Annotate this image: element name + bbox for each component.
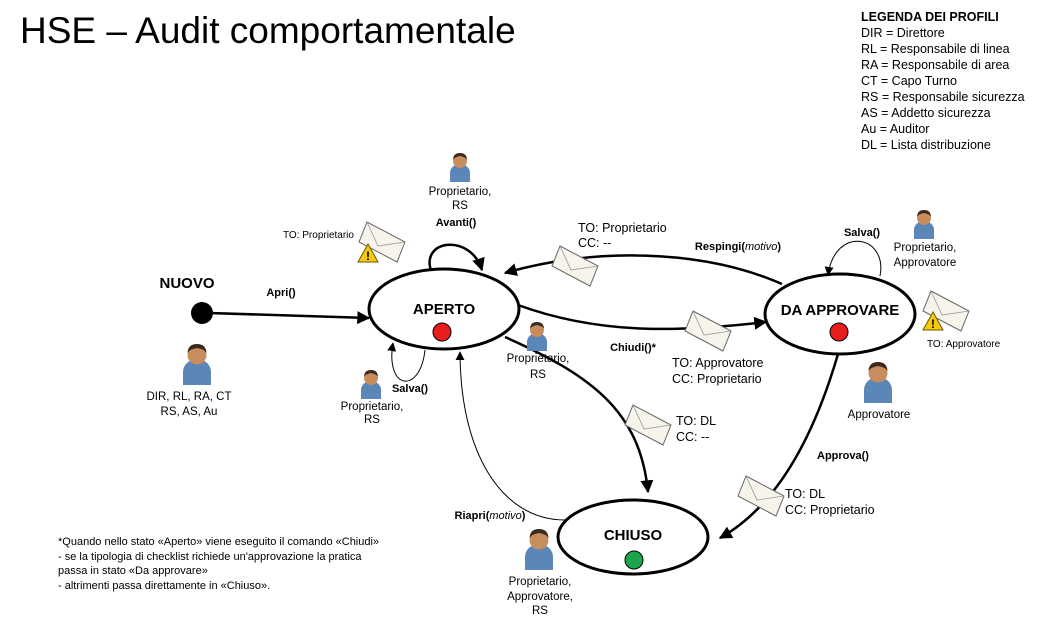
person-icon	[914, 210, 934, 239]
mail-cc: CC: Proprietario	[672, 372, 762, 386]
actor-avanti: Proprietario, RS	[429, 153, 492, 212]
mail-to: TO: DL	[785, 487, 825, 501]
state-nuovo: NUOVO	[159, 275, 215, 324]
actor-approva: Approvatore	[848, 362, 911, 421]
footnote-line: *Quando nello stato «Aperto» viene esegu…	[58, 536, 380, 548]
actor-label: RS	[532, 605, 548, 617]
command-salva-da-approvare: Salva()	[844, 227, 880, 239]
mail-cc: CC: Proprietario	[785, 503, 875, 517]
legend-item: RS = Responsabile sicurezza	[861, 90, 1025, 104]
actor-label: RS	[530, 369, 546, 381]
transition-chiudi	[504, 335, 654, 494]
envelope-icon	[551, 245, 599, 287]
envelope-icon	[624, 404, 672, 446]
state-aperto: APERTO	[367, 267, 521, 351]
mail-chiudi: TO: DL CC: --	[624, 404, 716, 446]
actor-label: DIR, RL, RA, CT	[147, 391, 232, 403]
legend-item: RL = Responsabile di linea	[861, 42, 1010, 56]
actor-label: Approvatore,	[507, 591, 573, 603]
actor-label: Proprietario,	[429, 186, 492, 198]
mail-respingi: TO: Proprietario CC: --	[551, 221, 667, 287]
person-icon	[525, 529, 553, 570]
actor-label: Proprietario,	[507, 353, 570, 365]
mail-to: TO: Approvatore	[672, 356, 764, 370]
actor-label: Proprietario,	[341, 401, 404, 413]
person-icon	[361, 370, 381, 399]
actor-label: Approvatore	[848, 409, 911, 421]
actor-chiudi: Proprietario, RS	[507, 322, 570, 381]
page-title: HSE – Audit comportamentale	[20, 10, 516, 51]
envelope-icon	[684, 310, 732, 352]
actor-salva: Proprietario, RS	[341, 370, 404, 426]
state-chiuso: CHIUSO	[556, 498, 710, 576]
person-icon	[527, 322, 547, 351]
state-da-approvare: DA APPROVARE	[763, 272, 917, 356]
command-riapri: Riapri(motivo)	[455, 510, 526, 522]
actor-label: RS	[452, 200, 468, 212]
legend-item: RA = Responsabile di area	[861, 58, 1010, 72]
mail-cc: CC: --	[578, 236, 611, 250]
actor-da-approvare-salva: Proprietario, Approvatore	[894, 210, 957, 269]
mail-to: TO: DL	[676, 414, 716, 428]
actor-nuovo: DIR, RL, RA, CT RS, AS, Au	[147, 344, 232, 418]
person-icon	[864, 362, 892, 403]
person-icon	[450, 153, 470, 182]
mail-cc: CC: --	[676, 430, 709, 444]
state-label: NUOVO	[159, 275, 214, 292]
command-approva: Approva()	[817, 450, 869, 462]
mail-approvare: TO: Approvatore CC: Proprietario	[672, 310, 764, 386]
command-salva: Salva()	[392, 383, 428, 395]
mail-approva: TO: DL CC: Proprietario	[737, 475, 875, 517]
profile-legend: LEGENDA DEI PROFILI DIR = Direttore RL =…	[861, 9, 1025, 153]
footnote-line: - se la tipologia di checklist richiede …	[58, 550, 362, 563]
state-label: CHIUSO	[604, 527, 663, 544]
actor-label: Proprietario,	[509, 576, 572, 588]
command-chiudi: Chiudi()*	[610, 342, 657, 354]
transition-riapri	[455, 351, 566, 521]
actor-label: RS, AS, Au	[161, 406, 218, 418]
actor-label: Approvatore	[894, 257, 957, 269]
mail-aperto-self: TO: Proprietario	[283, 221, 406, 264]
actor-chiuso: Proprietario, Approvatore, RS	[507, 529, 573, 617]
transition-apri	[208, 311, 371, 325]
footnote-line: passa in stato «Da approvare»	[58, 565, 208, 577]
state-label: DA APPROVARE	[781, 302, 900, 319]
mail-to: TO: Proprietario	[283, 230, 354, 241]
state-label: APERTO	[413, 301, 476, 318]
transition-respingi	[503, 254, 783, 286]
command-avanti: Avanti()	[436, 217, 477, 229]
legend-item: DIR = Direttore	[861, 26, 945, 40]
legend-item: CT = Capo Turno	[861, 74, 958, 88]
transition-avanti	[428, 243, 485, 274]
transition-approva	[718, 353, 840, 540]
footnote-line: - altrimenti passa direttamente in «Chiu…	[58, 579, 271, 592]
command-respingi: Respingi(motivo)	[695, 241, 782, 253]
footnote: *Quando nello stato «Aperto» viene esegu…	[58, 535, 379, 593]
actor-label: RS	[364, 414, 380, 426]
transition-salva-da-approvare	[824, 240, 882, 277]
mail-to: TO: Proprietario	[578, 221, 667, 235]
transition-salva-aperto	[387, 342, 426, 382]
legend-item: DL = Lista distribuzione	[861, 138, 991, 152]
envelope-icon	[737, 475, 785, 517]
status-dot	[432, 322, 452, 342]
person-icon	[183, 344, 211, 385]
status-dot	[624, 550, 644, 570]
mail-da-approvare-self: TO: Approvatore	[922, 290, 1001, 350]
legend-heading: LEGENDA DEI PROFILI	[861, 10, 999, 24]
command-apri: Apri()	[266, 287, 296, 299]
transition-approvare	[517, 303, 768, 331]
mail-to: TO: Approvatore	[927, 339, 1001, 350]
status-dot	[829, 322, 849, 342]
legend-item: AS = Addetto sicurezza	[861, 106, 991, 120]
legend-item: Au = Auditor	[861, 122, 930, 136]
actor-label: Proprietario,	[894, 242, 957, 254]
